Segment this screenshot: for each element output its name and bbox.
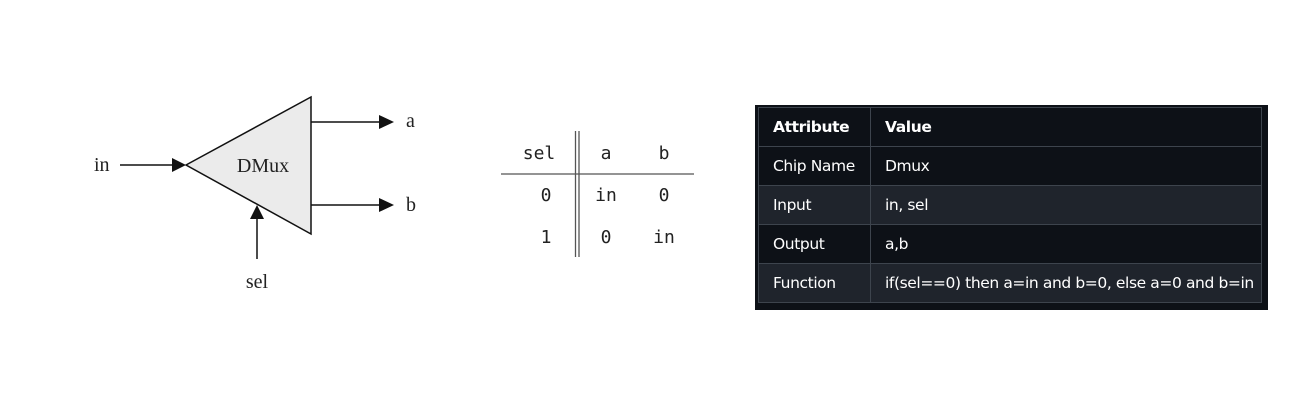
truth-table: sel a b 0 in 0 1 0 in xyxy=(501,131,694,257)
truth-header-b: b xyxy=(659,143,670,164)
table-row: Input in, sel xyxy=(758,185,1262,225)
output-a-arrowhead xyxy=(379,115,394,129)
truth-cell: in xyxy=(595,185,617,206)
attribute-value: a,b xyxy=(870,224,1262,264)
truth-cell: 0 xyxy=(659,185,670,206)
attribute-value: in, sel xyxy=(870,185,1262,225)
attribute-table-panel: Attribute Value Chip Name Dmux Input in,… xyxy=(755,105,1268,310)
chip-label: DMux xyxy=(237,155,289,177)
attribute-name: Function xyxy=(758,263,871,303)
attribute-name: Output xyxy=(758,224,871,264)
truth-cell: 0 xyxy=(601,227,612,248)
attribute-name: Chip Name xyxy=(758,146,871,186)
header-value: Value xyxy=(870,107,1262,147)
truth-header-a: a xyxy=(601,143,612,164)
select-label: sel xyxy=(246,271,269,293)
truth-header-sel: sel xyxy=(523,143,556,164)
select-arrowhead xyxy=(250,205,264,219)
attribute-table: Attribute Value Chip Name Dmux Input in,… xyxy=(758,107,1262,303)
header-attribute: Attribute xyxy=(758,107,871,147)
truth-cell: 1 xyxy=(541,227,552,248)
attribute-value: if(sel==0) then a=in and b=0, else a=0 a… xyxy=(870,263,1262,303)
table-row: Chip Name Dmux xyxy=(758,146,1262,186)
dmux-diagram: in DMux a b sel sel a b 0 in 0 1 0 in xyxy=(94,95,694,293)
truth-cell: 0 xyxy=(541,185,552,206)
table-row: Output a,b xyxy=(758,224,1262,264)
input-label: in xyxy=(94,154,110,176)
dmux-chip-body xyxy=(184,95,312,236)
table-row: Function if(sel==0) then a=in and b=0, e… xyxy=(758,263,1262,303)
truth-cell: in xyxy=(653,227,675,248)
input-arrowhead xyxy=(172,158,186,172)
output-b-arrowhead xyxy=(379,198,394,212)
attribute-value: Dmux xyxy=(870,146,1262,186)
attribute-table-header: Attribute Value xyxy=(758,107,1262,147)
attribute-name: Input xyxy=(758,185,871,225)
output-a-label: a xyxy=(406,110,415,132)
output-b-label: b xyxy=(406,194,416,216)
